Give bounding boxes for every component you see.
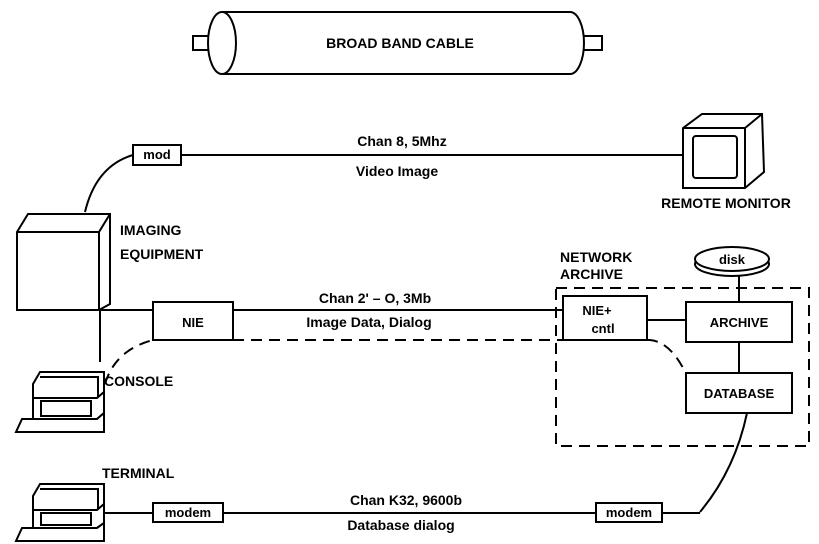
remote-monitor-label: REMOTE MONITOR xyxy=(661,195,791,211)
terminal: TERMINAL xyxy=(14,465,175,542)
disk-label: disk xyxy=(719,252,746,267)
database-link: modem Chan K32, 9600b Database dialog mo… xyxy=(102,412,748,533)
imaging-equipment: IMAGING EQUIPMENT xyxy=(16,213,204,311)
remote-monitor: REMOTE MONITOR xyxy=(661,113,791,211)
broad-band-cable: BROAD BAND CABLE xyxy=(192,11,603,75)
archive-label: ARCHIVE xyxy=(710,315,769,330)
disk: disk xyxy=(694,246,770,302)
network-archive-label-2: ARCHIVE xyxy=(560,266,623,282)
nie-cntl-label-2: cntl xyxy=(591,321,614,336)
nie-cntl-box xyxy=(562,295,648,341)
database-channel-label: Chan K32, 9600b xyxy=(350,492,462,508)
database-description-label: Database dialog xyxy=(347,517,454,533)
imaging-equipment-label-2: EQUIPMENT xyxy=(120,246,204,262)
mod-label: mod xyxy=(143,147,171,162)
image-description-label: Image Data, Dialog xyxy=(306,314,431,330)
nie-cntl-label-1: NIE+ xyxy=(582,303,612,318)
archive-box xyxy=(685,301,793,343)
image-data-link: NIE Chan 2' – O, 3Mb Image Data, Dialog xyxy=(17,290,689,385)
image-channel-label: Chan 2' – O, 3Mb xyxy=(319,290,431,306)
video-link: mod Chan 8, 5Mhz Video Image xyxy=(84,133,683,213)
video-channel-label: Chan 8, 5Mhz xyxy=(357,133,446,149)
modem-left-label: modem xyxy=(165,505,211,520)
nie-box xyxy=(152,301,234,341)
video-description-label: Video Image xyxy=(356,163,438,179)
database-label: DATABASE xyxy=(704,386,775,401)
network-archive-label-1: NETWORK xyxy=(560,249,632,265)
imaging-equipment-label-1: IMAGING xyxy=(120,222,182,238)
modem-right-label: modem xyxy=(606,505,652,520)
cable-label: BROAD BAND CABLE xyxy=(326,35,474,51)
console-label: CONSOLE xyxy=(104,373,173,389)
terminal-label: TERMINAL xyxy=(102,465,175,481)
nie-label: NIE xyxy=(182,315,204,330)
database-box xyxy=(685,372,793,414)
network-archive: NIE+ cntl ARCHIVE DATABASE xyxy=(555,287,810,447)
console: CONSOLE xyxy=(14,371,173,433)
